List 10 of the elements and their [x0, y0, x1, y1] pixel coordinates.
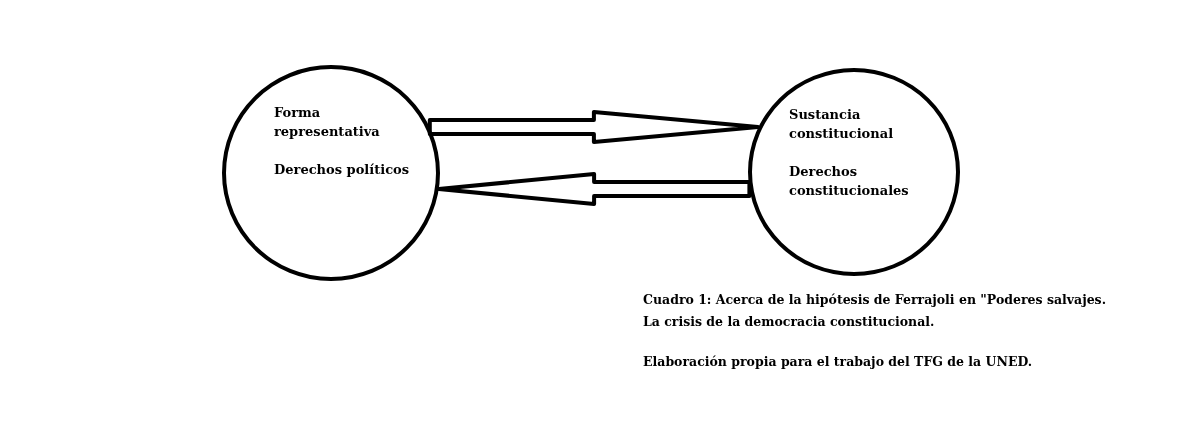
caption: Cuadro 1: Acerca de la hipótesis de Ferrajoli en "Poderes salvajes. La crisis de la democracia constitucional. [643, 291, 1107, 331]
block-arrow [436, 172, 752, 206]
circle-node [748, 68, 960, 276]
node-label: Derechos constitucionales [789, 163, 910, 200]
node-label: Sustancia constitucional [789, 106, 895, 143]
circle-node [222, 65, 440, 281]
node-label: Forma representativa [274, 104, 381, 141]
source-note: Elaboración propia para el trabajo del TFG de la UNED. [643, 353, 1034, 371]
node-label: Derechos políticos [274, 161, 411, 179]
block-arrow [427, 110, 760, 144]
